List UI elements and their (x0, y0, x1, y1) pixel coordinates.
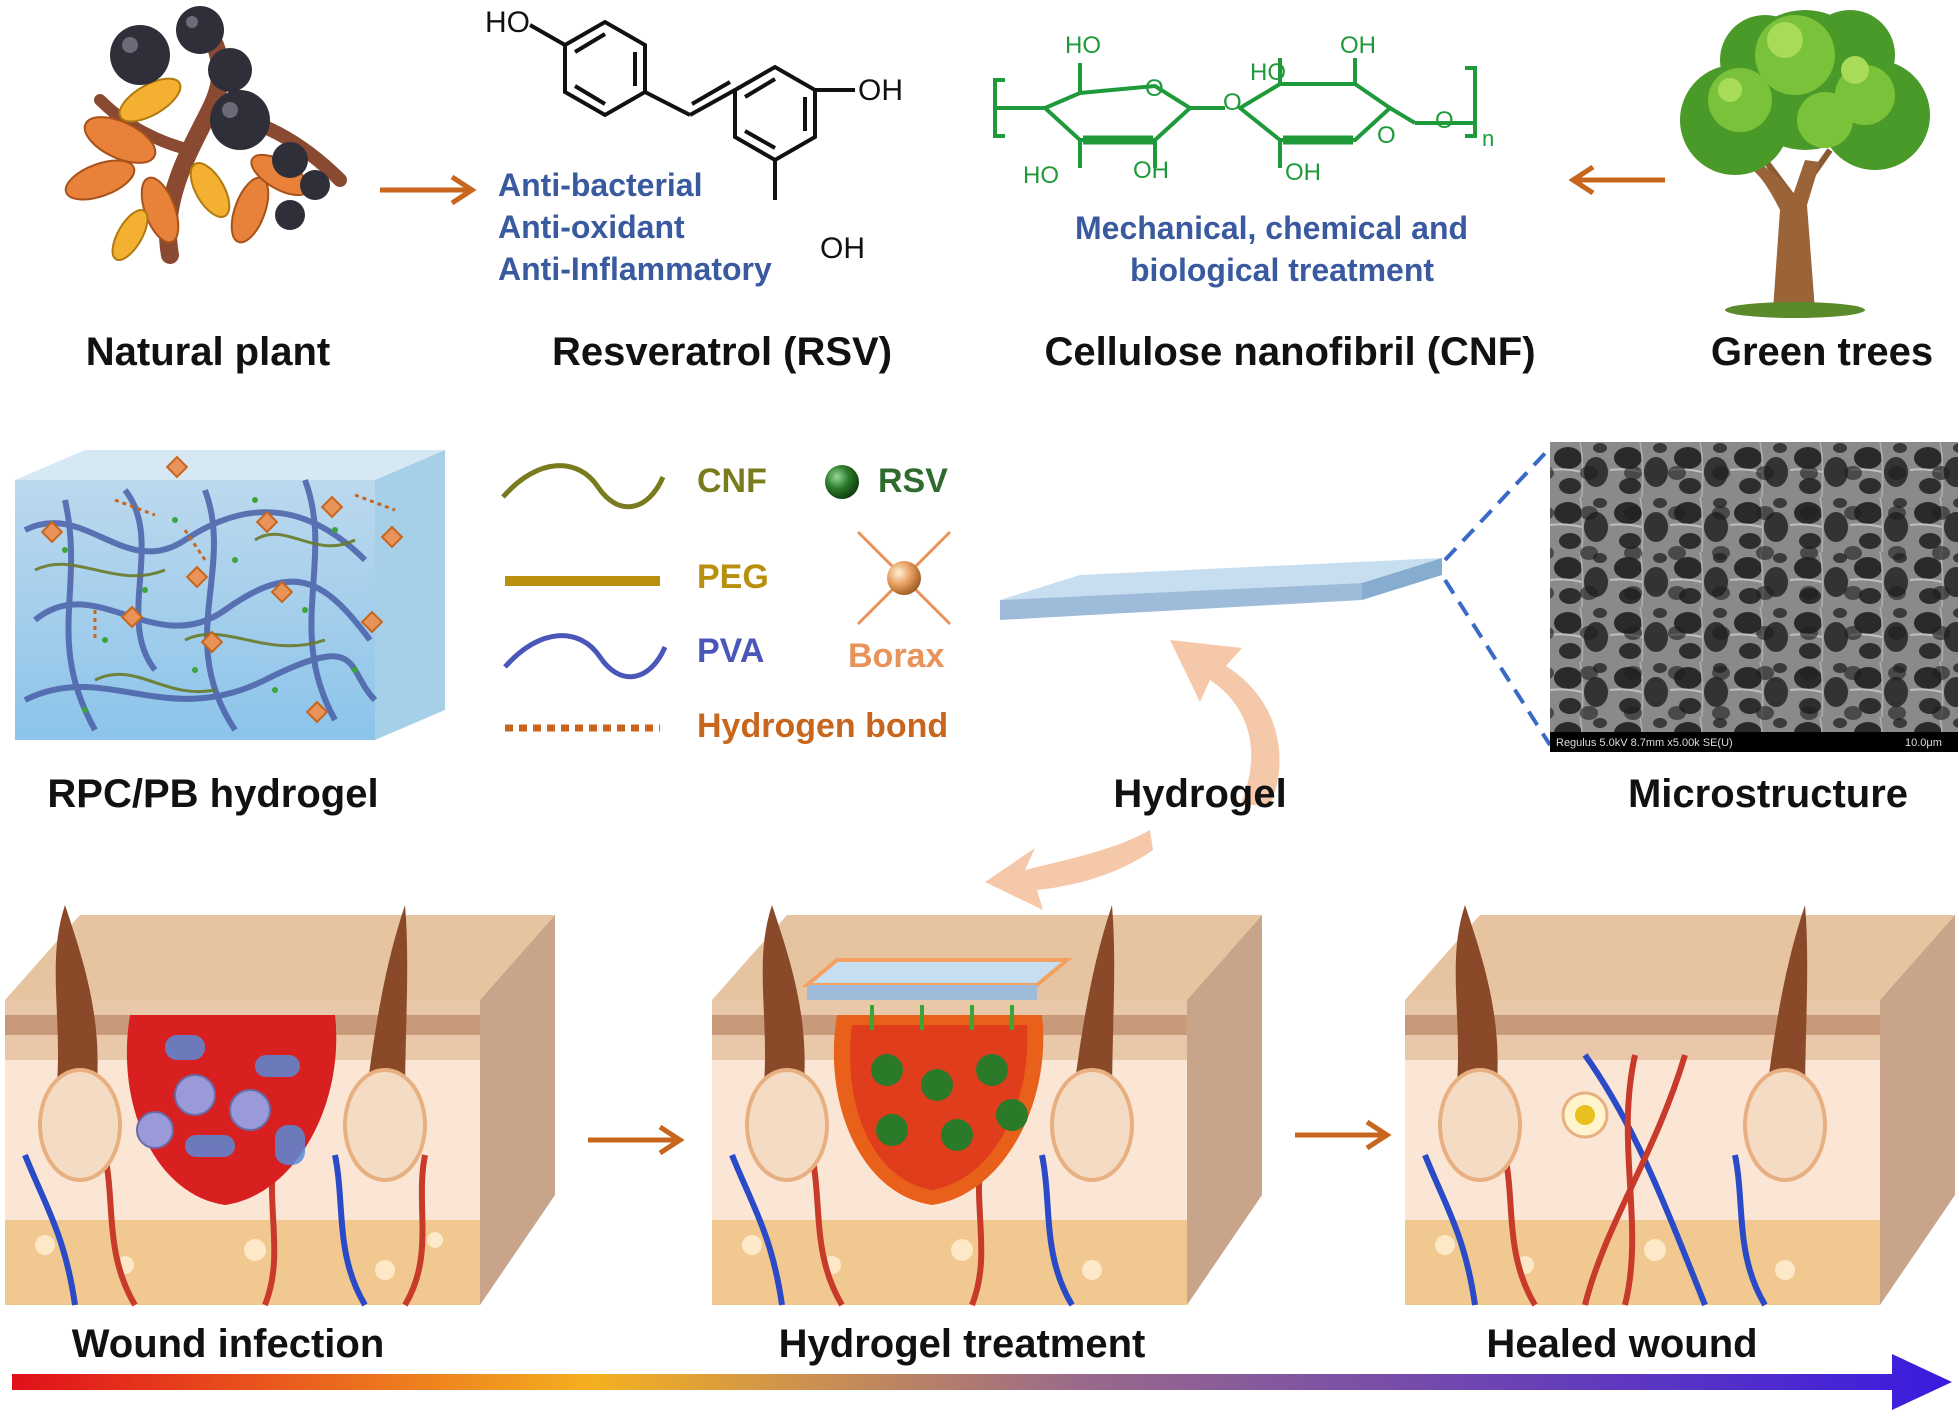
rsv-oh-bottom-label: OH (820, 232, 865, 265)
cnf-o-1: O (1145, 75, 1164, 102)
arrow-plant-to-rsv (380, 174, 477, 206)
legend-cnf-symbol (501, 463, 666, 510)
legend-hbond-symbol (505, 724, 660, 732)
resveratrol-structure: HO OH OH (485, 6, 903, 265)
arrow-infection-to-treatment (588, 1124, 685, 1156)
rsv-property-2: Anti-oxidant (498, 209, 685, 245)
cnf-oh-2: OH (1340, 32, 1376, 59)
curved-arrow-down (985, 830, 1153, 910)
cnf-oh-1: OH (1133, 157, 1169, 184)
rsv-property-3: Anti-Inflammatory (498, 251, 772, 287)
cnf-o-4: O (1435, 107, 1454, 134)
curved-arrow-up (1170, 640, 1280, 805)
zoom-lines (1443, 446, 1552, 747)
cnf-ho-3: HO (1250, 59, 1286, 86)
hydrogel-title: Hydrogel (1113, 772, 1287, 816)
cnf-treatment-line-2: biological treatment (1130, 252, 1435, 288)
cellulose-structure: HO O HO OH O HO OH O OH O n (993, 32, 1494, 189)
green-tree-illustration (1680, 10, 1930, 318)
cnf-o-3: O (1377, 122, 1396, 149)
legend-borax-symbol (856, 530, 952, 626)
legend-cnf-label: CNF (697, 462, 767, 500)
cnf-n: n (1482, 126, 1494, 151)
skin-block-healed-wound (1405, 905, 1955, 1307)
legend-hbond-label: Hydrogen bond (697, 707, 949, 745)
arrow-trees-to-cnf (1568, 164, 1665, 196)
microstructure-title: Microstructure (1627, 772, 1909, 816)
hydrogel-treatment-title: Hydrogel treatment (778, 1322, 1146, 1366)
rsv-ho-label: HO (485, 6, 530, 39)
resveratrol-title: Resveratrol (RSV) (551, 330, 893, 374)
wound-infection-title: Wound infection (71, 1322, 385, 1366)
sem-caption-left: Regulus 5.0kV 8.7mm x5.00k SE(U) (1556, 737, 1733, 749)
natural-plant-illustration (64, 6, 347, 264)
legend-rsv-label: RSV (878, 462, 948, 500)
cnf-treatment-line-1: Mechanical, chemical and (1075, 210, 1469, 246)
green-trees-title: Green trees (1710, 330, 1934, 374)
natural-plant-title: Natural plant (85, 330, 331, 374)
legend-peg-label: PEG (697, 558, 769, 596)
arrow-treatment-to-healed (1295, 1119, 1392, 1151)
legend-rsv-symbol (825, 465, 859, 499)
rsv-oh-right-label: OH (858, 74, 903, 107)
healing-progress-arrow (12, 1354, 1952, 1410)
skin-block-wound-infection (5, 905, 555, 1307)
sem-micrograph: Regulus 5.0kV 8.7mm x5.00k SE(U) 10.0μm (1550, 442, 1958, 752)
sem-caption-right: 10.0μm (1905, 737, 1942, 749)
cnf-ho-1: HO (1065, 32, 1101, 59)
hydrogel-network-cube (15, 450, 445, 740)
cnf-title: Cellulose nanofibril (CNF) (1044, 330, 1536, 374)
legend-borax-label: Borax (848, 637, 945, 675)
skin-block-hydrogel-treatment (712, 905, 1262, 1307)
cnf-ho-2: HO (1023, 162, 1059, 189)
legend-pva-symbol (503, 633, 668, 680)
legend-peg-symbol (505, 576, 660, 586)
rsv-property-1: Anti-bacterial (498, 167, 703, 203)
rpc-hydrogel-title: RPC/PB hydrogel (47, 772, 379, 816)
cnf-o-2: O (1223, 89, 1242, 116)
healed-wound-title: Healed wound (1486, 1322, 1758, 1366)
cnf-oh-3: OH (1285, 159, 1321, 186)
legend-pva-label: PVA (697, 632, 765, 670)
hydrogel-sheet (1000, 558, 1442, 620)
